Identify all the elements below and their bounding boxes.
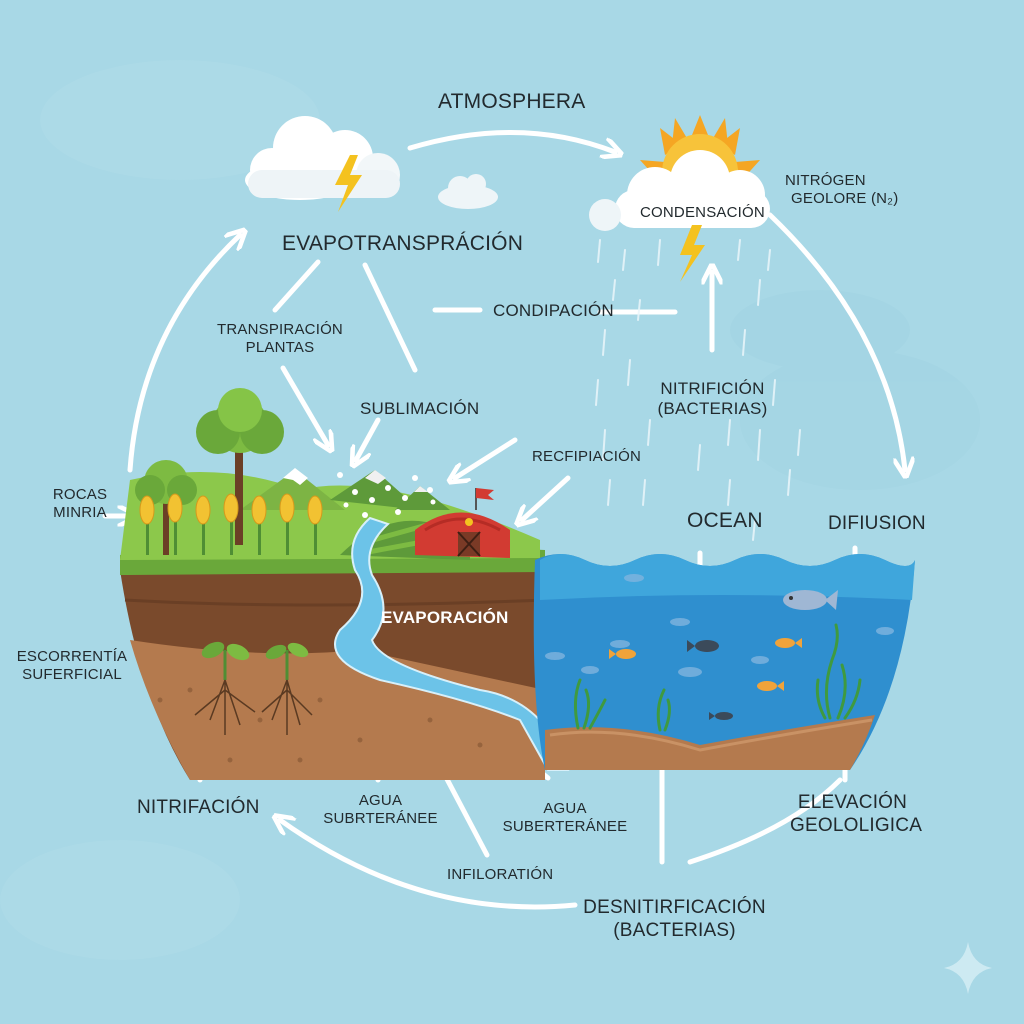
sprout-icon — [261, 642, 313, 735]
label-condipacion: CONDIPACIÓN — [493, 301, 614, 320]
corn-icon — [139, 493, 323, 555]
label-escorrentia-line1: ESCORRENTÍA — [16, 648, 128, 665]
cloud-icon — [245, 116, 400, 200]
barn-icon — [415, 488, 510, 558]
label-escorrentia-line2: SUFERFICIAL — [22, 666, 122, 683]
label-desnitirficacion-line1: DESNITIRFICACIÓN — [583, 897, 766, 918]
label-elevacion: ELEVACIÓN GEOLOLIGICA — [790, 792, 923, 838]
small-cloud — [438, 174, 498, 209]
label-agua1-line2: SUBRTERÁNEE — [323, 810, 438, 827]
label-nitrogen-line1: NITRÓGEN — [785, 172, 866, 189]
lightning-icon — [680, 225, 705, 282]
arrow-bottom-left — [280, 820, 578, 910]
fish-icon — [709, 712, 733, 720]
label-infiloration: INFILORATIÓN — [447, 866, 554, 883]
label-nitrificion: NITRIFICIÓN (BACTERIAS) — [655, 379, 770, 420]
cloud-icon — [589, 150, 770, 231]
label-condensacion: CONDENSACIÓN — [640, 204, 765, 221]
label-evaporacion: EVAPORACIÓN — [381, 608, 509, 627]
label-rocas-line1: ROCAS — [52, 486, 108, 503]
storm-cloud — [245, 116, 400, 212]
label-difusion: DIFIUSION — [828, 513, 926, 534]
label-transpiracion: TRANSPIRACIÓN PLANTAS — [205, 321, 355, 357]
label-desnitirficacion: DESNITIRFICACIÓN (BACTERIAS) — [582, 897, 767, 943]
arrow-bottom-right — [687, 777, 843, 865]
fish-icon — [783, 590, 838, 610]
sprout-icon — [194, 641, 256, 735]
fish-icon — [545, 574, 894, 677]
fish-icon — [609, 649, 636, 659]
label-agua1-line1: AGUA — [358, 792, 403, 809]
label-agua-suberteranee: AGUA SUBERTERÁNEE — [500, 800, 630, 836]
fish-icon — [775, 638, 802, 648]
sparkle-icon — [944, 942, 992, 994]
label-nitrificion-line1: NITRIFICIÓN — [660, 379, 765, 398]
label-atmosphera: ATMOSPHERA — [438, 90, 586, 113]
land-cross-section — [120, 388, 570, 780]
label-rocas: ROCAS MINRIA — [45, 486, 115, 522]
sun-cloud — [589, 115, 770, 282]
label-agua2-line2: SUBERTERÁNEE — [502, 818, 628, 835]
label-nitrifacion: NITRIFACIÓN — [137, 797, 260, 818]
flag-icon — [476, 488, 494, 500]
seaweed-icon — [573, 623, 862, 732]
label-nitrogen: NITRÓGEN GEOLORE (N₂) — [785, 172, 915, 208]
label-transpiracion-line2: PLANTAS — [245, 339, 315, 356]
label-desnitirficacion-line2: (BACTERIAS) — [613, 919, 736, 941]
label-recfipiacion: RECFIPIACIÓN — [532, 448, 642, 465]
label-agua-subrteranee: AGUA SUBRTERÁNEE — [323, 792, 438, 828]
arrow-atmosphere-right — [407, 129, 615, 152]
label-elevacion-line2: GEOLOLIGICA — [790, 814, 923, 836]
label-transpiracion-line1: TRANSPIRACIÓN — [217, 321, 343, 338]
tree-icon — [196, 388, 284, 545]
label-agua2-line1: AGUA — [543, 800, 587, 817]
label-nitrificion-line2: (BACTERIAS) — [657, 399, 768, 419]
label-rocas-line2: MINRIA — [53, 504, 107, 521]
label-evapotranspiracion: EVAPOTRANSPRÁCIÓN — [282, 232, 524, 255]
label-nitrogen-line2: GEOLORE (N₂) — [791, 190, 899, 207]
label-elevacion-line1: ELEVACIÓN — [797, 792, 908, 813]
arrow-right-down — [767, 212, 905, 470]
arrow-left-up — [127, 235, 240, 473]
ocean — [533, 554, 915, 770]
fish-icon — [687, 640, 719, 652]
label-escorrentia: ESCORRENTÍA SUFERFICIAL — [12, 648, 132, 684]
lightning-icon — [335, 155, 362, 212]
label-ocean: OCEAN — [687, 509, 763, 532]
fish-icon — [757, 681, 784, 691]
background-texture — [0, 60, 980, 960]
label-sublimacion: SUBLIMACIÓN — [360, 399, 480, 418]
